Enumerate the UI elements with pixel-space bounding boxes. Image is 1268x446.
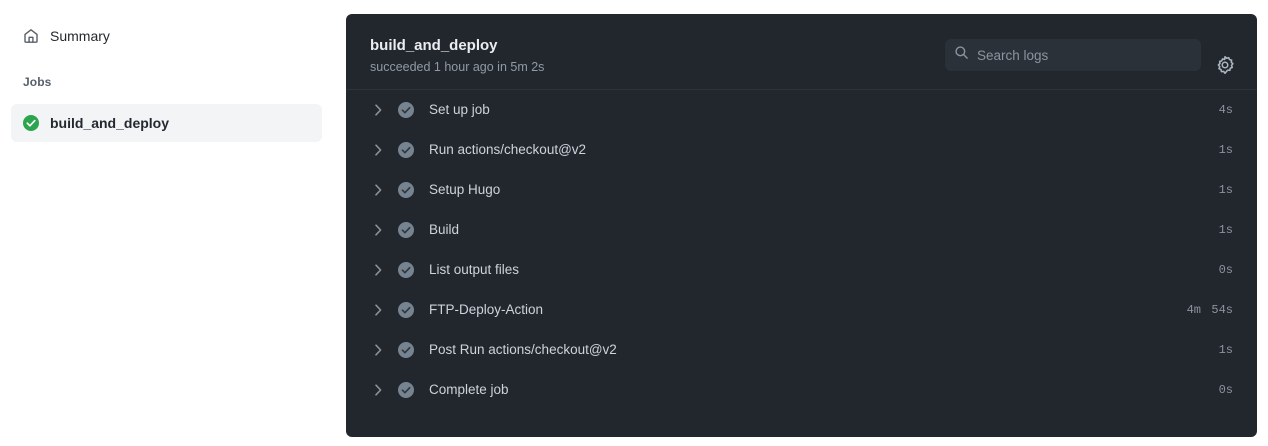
- step-name: Setup Hugo: [429, 182, 501, 198]
- sidebar-item-build-and-deploy[interactable]: build_and_deploy: [11, 104, 322, 142]
- step-status-icon: [386, 102, 414, 118]
- step-duration-seconds: 1s: [1218, 183, 1233, 197]
- chevron-right-icon[interactable]: [370, 102, 386, 118]
- chevron-right-icon[interactable]: [370, 382, 386, 398]
- step-row-7[interactable]: Complete job 0s: [346, 370, 1257, 410]
- step-name: Build: [429, 222, 460, 238]
- search-logs-box[interactable]: [945, 39, 1201, 71]
- steps-list: Set up job 4s Run actions/checkout@v2 1s: [346, 90, 1257, 410]
- step-name: Set up job: [429, 102, 490, 118]
- gear-icon[interactable]: [1215, 55, 1235, 75]
- step-duration: 1s: [1201, 224, 1233, 236]
- step-status-icon: [386, 382, 414, 398]
- step-duration-minutes: 4m: [1186, 303, 1201, 317]
- sidebar-item-summary[interactable]: Summary: [11, 22, 322, 49]
- step-duration-seconds: 4s: [1218, 103, 1233, 117]
- step-row-2[interactable]: Setup Hugo 1s: [346, 170, 1257, 210]
- step-name: List output files: [429, 262, 520, 278]
- chevron-right-icon[interactable]: [370, 182, 386, 198]
- step-row-1[interactable]: Run actions/checkout@v2 1s: [346, 130, 1257, 170]
- step-duration: 4m 54s: [1187, 304, 1233, 316]
- step-duration-seconds: 1s: [1218, 343, 1233, 357]
- chevron-right-icon[interactable]: [370, 142, 386, 158]
- sidebar-job-label: build_and_deploy: [50, 115, 170, 131]
- step-row-6[interactable]: Post Run actions/checkout@v2 1s: [346, 330, 1257, 370]
- search-icon: [954, 45, 969, 65]
- step-duration-seconds: 0s: [1218, 383, 1233, 397]
- search-logs-input[interactable]: [977, 47, 1187, 63]
- log-header: build_and_deploy succeeded 1 hour ago in…: [346, 14, 1257, 90]
- step-duration: 1s: [1201, 144, 1233, 156]
- chevron-right-icon[interactable]: [370, 302, 386, 318]
- sidebar-jobs-heading: Jobs: [23, 75, 52, 89]
- step-status-icon: [386, 142, 414, 158]
- job-status-subtitle: succeeded 1 hour ago in 5m 2s: [370, 60, 545, 74]
- log-panel: build_and_deploy succeeded 1 hour ago in…: [346, 14, 1257, 437]
- step-status-icon: [386, 262, 414, 278]
- chevron-right-icon[interactable]: [370, 342, 386, 358]
- job-title: build_and_deploy: [370, 37, 498, 54]
- chevron-right-icon[interactable]: [370, 262, 386, 278]
- step-duration: 0s: [1201, 264, 1233, 276]
- sidebar-item-summary-label: Summary: [50, 27, 110, 44]
- step-status-icon: [386, 342, 414, 358]
- check-circle-fill-icon: [23, 115, 39, 131]
- step-duration-seconds: 0s: [1218, 263, 1233, 277]
- step-duration: 4s: [1201, 104, 1233, 116]
- chevron-right-icon[interactable]: [370, 222, 386, 238]
- step-status-icon: [386, 302, 414, 318]
- home-icon: [23, 28, 39, 44]
- step-row-0[interactable]: Set up job 4s: [346, 90, 1257, 130]
- step-duration: 0s: [1201, 384, 1233, 396]
- step-status-icon: [386, 182, 414, 198]
- step-name: Complete job: [429, 382, 509, 398]
- sidebar: Summary Jobs build_and_deploy: [0, 0, 346, 446]
- step-status-icon: [386, 222, 414, 238]
- step-duration-seconds: 1s: [1218, 143, 1233, 157]
- step-duration: 1s: [1201, 184, 1233, 196]
- step-duration-seconds: 54s: [1211, 303, 1233, 317]
- step-name: FTP-Deploy-Action: [429, 302, 544, 318]
- step-row-5[interactable]: FTP-Deploy-Action 4m 54s: [346, 290, 1257, 330]
- step-duration: 1s: [1201, 344, 1233, 356]
- step-name: Post Run actions/checkout@v2: [429, 342, 617, 358]
- step-duration-seconds: 1s: [1218, 223, 1233, 237]
- step-row-4[interactable]: List output files 0s: [346, 250, 1257, 290]
- step-name: Run actions/checkout@v2: [429, 142, 587, 158]
- step-row-3[interactable]: Build 1s: [346, 210, 1257, 250]
